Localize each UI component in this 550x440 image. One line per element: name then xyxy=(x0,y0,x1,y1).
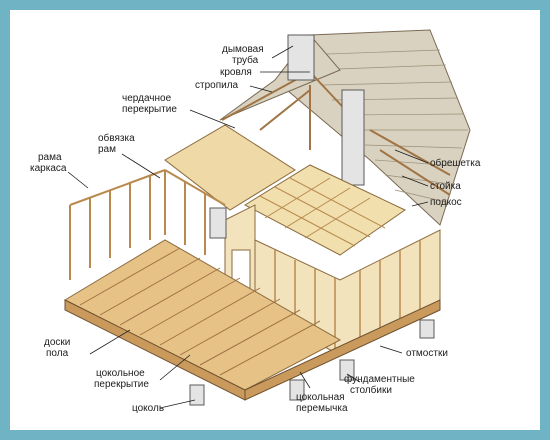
label-foundation-posts-1: фундаментные xyxy=(344,373,415,385)
label-floor-boards-1: доски xyxy=(44,337,70,348)
ceiling-grid-lines xyxy=(259,177,386,247)
label-blind-area: отмостки xyxy=(406,348,448,359)
label-plinth-beam-1: цокольная xyxy=(296,392,345,403)
label-chimney-1: дымовая xyxy=(222,44,264,55)
label-frame-1: рама xyxy=(38,152,62,163)
diagram-canvas: дымовая труба кровля стропила чердачное … xyxy=(10,10,540,430)
house-illustration xyxy=(63,29,471,406)
label-frame-2: каркаса xyxy=(30,163,67,174)
label-lathing: обрешетка xyxy=(430,157,481,169)
label-plinth-floor-1: цокольное xyxy=(96,368,145,379)
label-floor-boards-2: пола xyxy=(46,348,69,359)
left-frame-walls xyxy=(69,169,226,280)
label-post: стойка xyxy=(430,181,461,192)
label-rafters: стропила xyxy=(195,80,239,91)
label-attic-floor-1: чердачное xyxy=(122,93,172,104)
floor-joists xyxy=(79,247,321,376)
chimney-pipe-2 xyxy=(341,89,365,186)
label-frame-top-plate-1: обвязка xyxy=(98,132,135,144)
label-foundation-posts-2: столбики xyxy=(350,384,392,396)
chimney-stack xyxy=(209,207,227,239)
label-brace: подкос xyxy=(430,197,462,208)
plinth-beam-right xyxy=(244,299,441,401)
label-roof: кровля xyxy=(220,67,252,78)
label-frame-top-plate-2: рам xyxy=(98,144,116,155)
house-frame-diagram: дымовая труба кровля стропила чердачное … xyxy=(30,29,481,414)
label-plinth: цоколь xyxy=(132,403,164,414)
label-chimney-2: труба xyxy=(232,54,259,66)
attic-floor-deck xyxy=(164,124,296,211)
label-attic-floor-2: перекрытие xyxy=(122,104,177,115)
annotation-labels: дымовая труба кровля стропила чердачное … xyxy=(30,44,481,414)
label-plinth-beam-2: перемычка xyxy=(296,403,348,414)
chimney xyxy=(287,34,315,81)
leader-lines xyxy=(67,45,429,409)
ceiling-grid xyxy=(243,164,406,256)
label-plinth-floor-2: перекрытие xyxy=(94,379,149,390)
